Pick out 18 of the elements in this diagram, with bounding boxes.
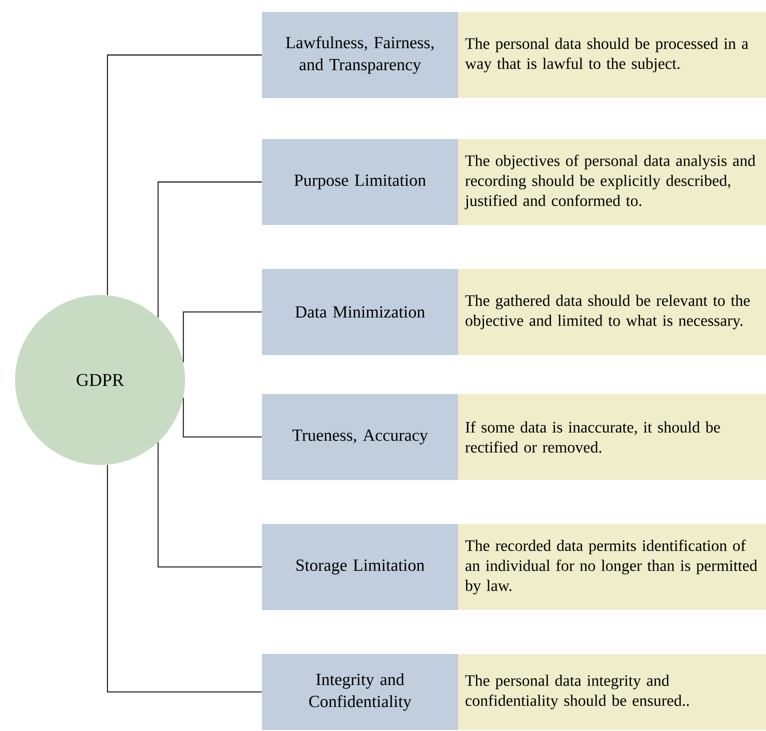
connector (182, 397, 262, 438)
description-box: The gathered data should be relevant to the objective and limited to what is necessary. (458, 268, 766, 355)
connector (158, 182, 262, 318)
connector (106, 54, 262, 296)
principle-box: Trueness, Accuracy (262, 394, 458, 480)
principle-box: Storage Limitation (262, 524, 458, 610)
description-box: If some data is inaccurate, it should be rectified or removed. (458, 394, 766, 480)
description-box: The recorded data permits identification of an individual for no longer than is permitted by law. (458, 524, 766, 610)
connector (182, 312, 262, 363)
description-box: The objectives of personal data analysis and recording should be explicitly described, justified and conformed to. (458, 139, 766, 225)
principle-box: Data Minimization (262, 268, 458, 355)
description-box: The personal data integrity and confidentiality should be ensured.. (458, 654, 766, 730)
description-box: The personal data should be processed in a way that is lawful to the subject. (458, 12, 766, 98)
principle-box: Lawfulness, Fairness, and Transparency (262, 12, 458, 98)
principle-box: Purpose Limitation (262, 139, 458, 225)
connector (106, 464, 262, 692)
principle-box: Integrity and Confidentiality (262, 654, 458, 730)
connector (158, 442, 262, 568)
